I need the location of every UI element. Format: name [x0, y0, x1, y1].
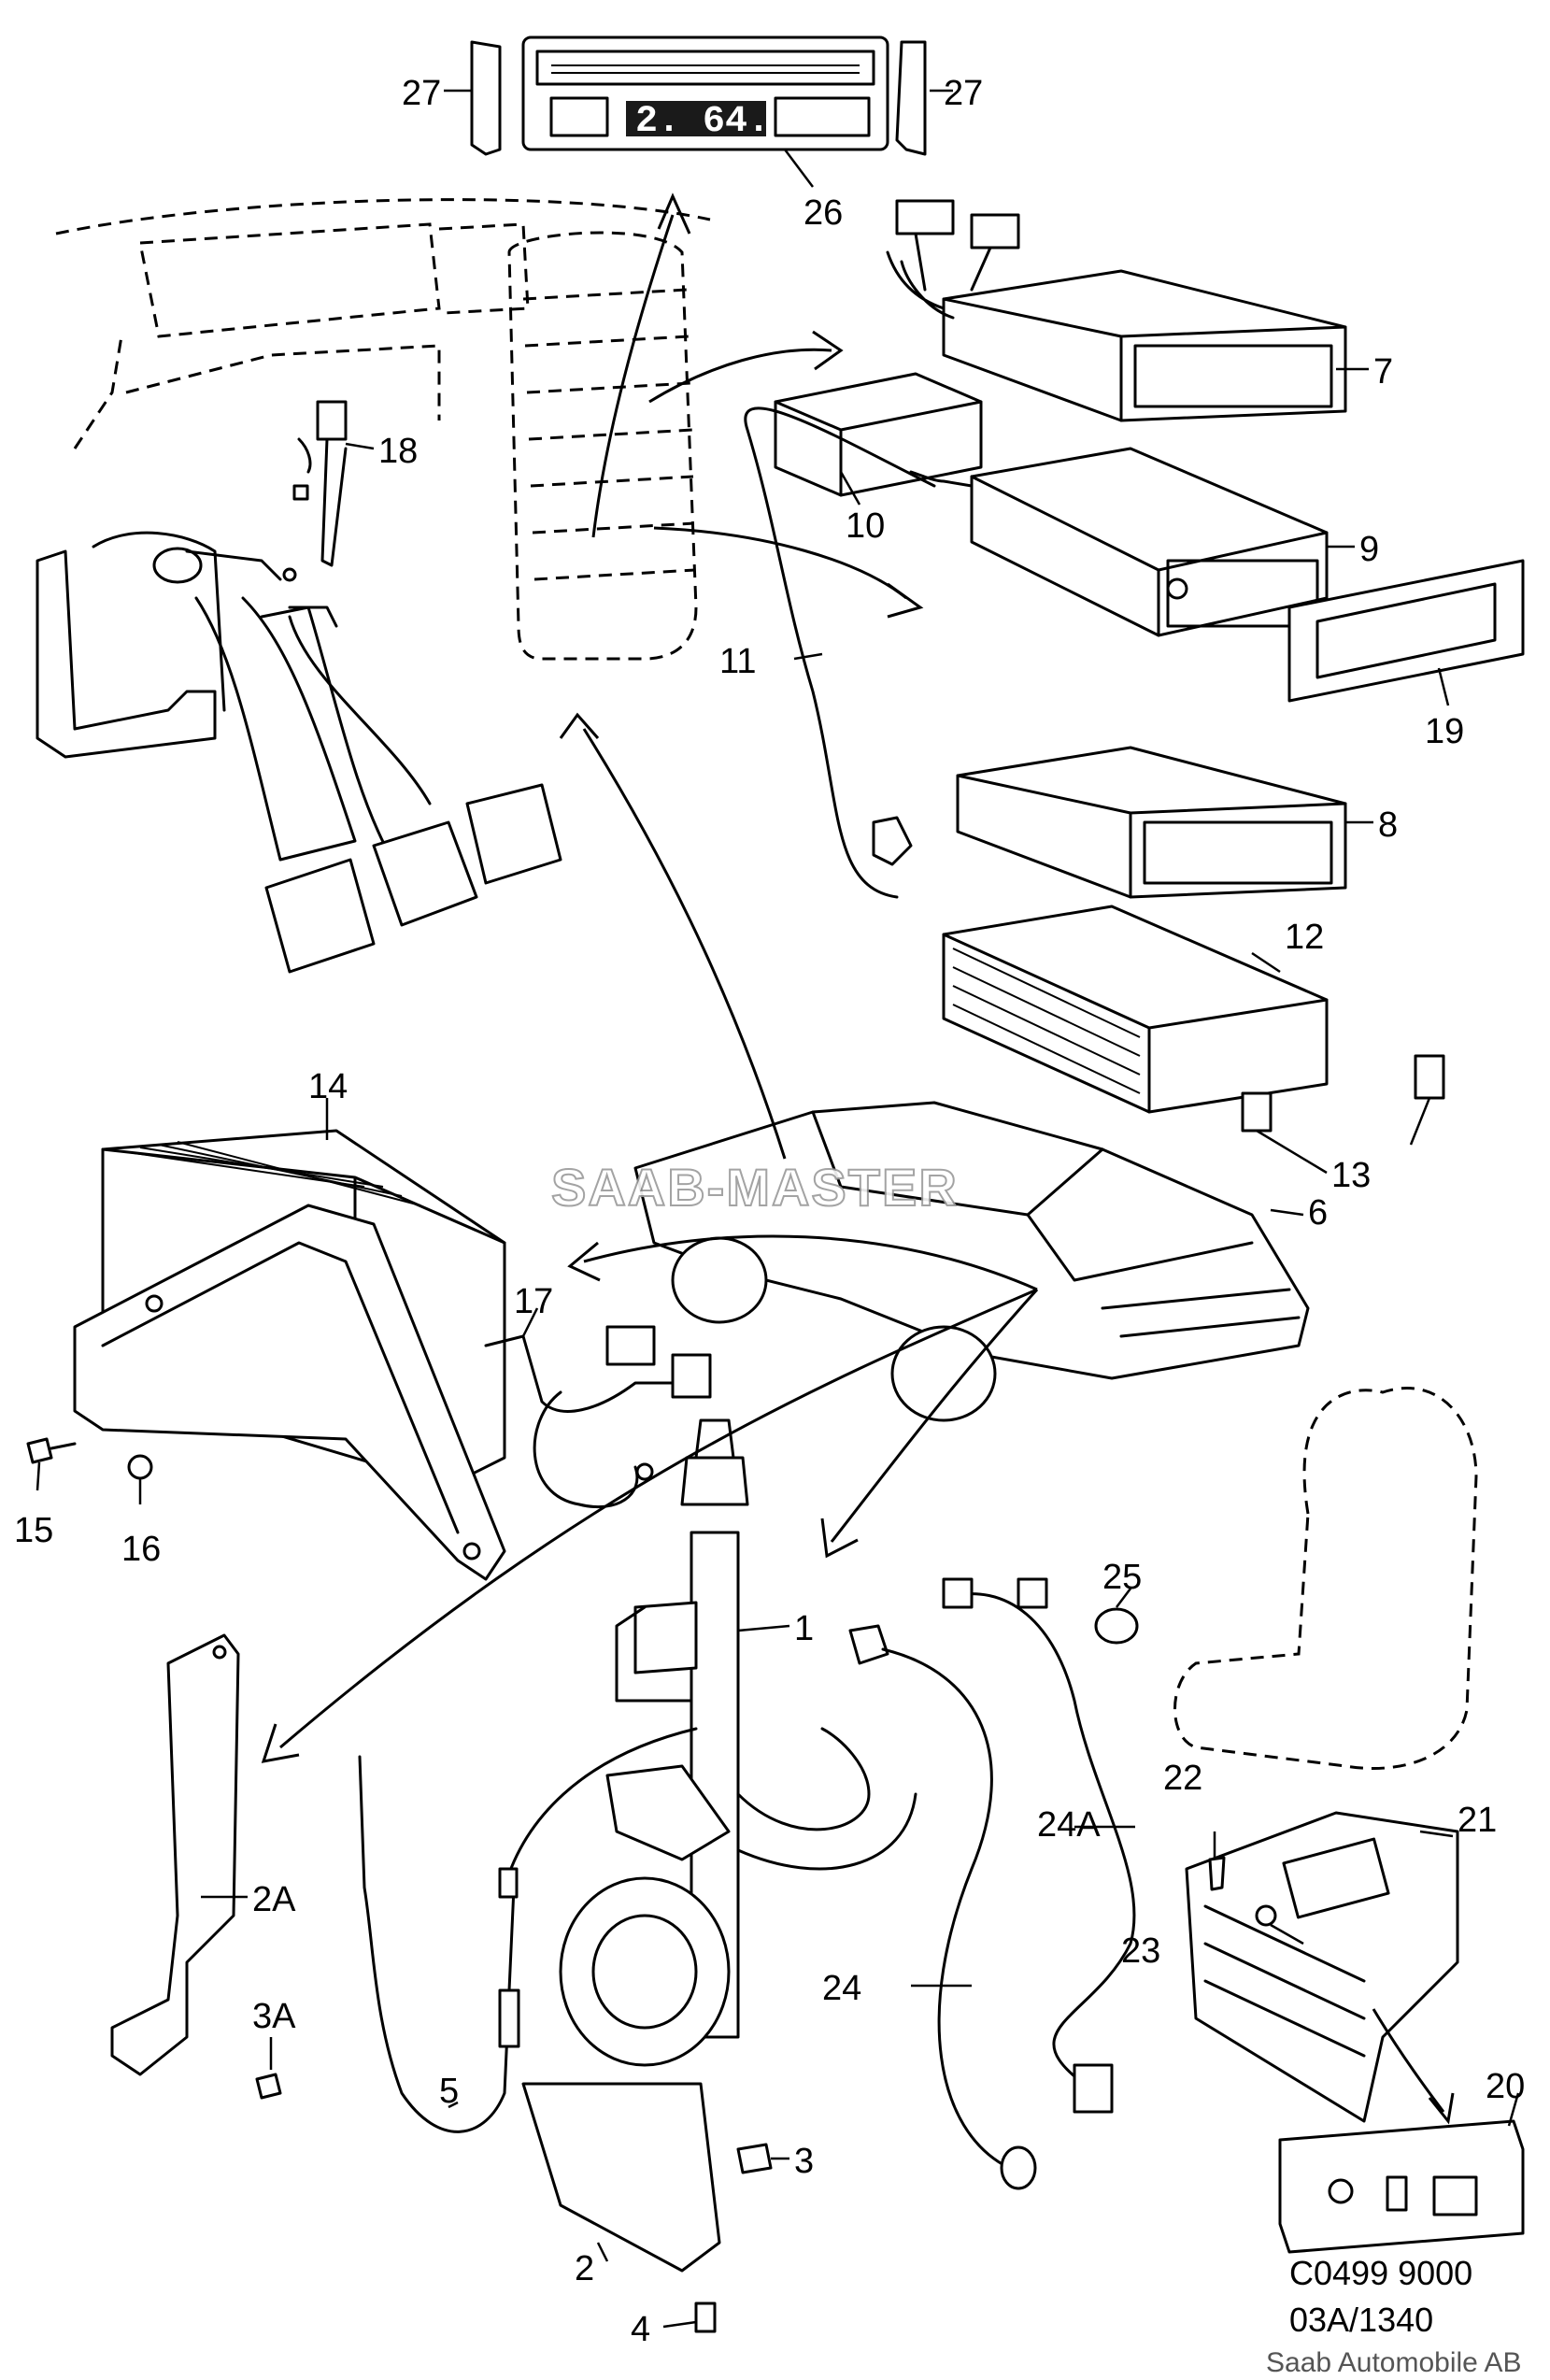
power-antenna-1 — [521, 1418, 749, 2273]
leader-lines — [36, 89, 1520, 2329]
callout-8: 8 — [1378, 805, 1398, 845]
amplifier-bracket — [73, 1204, 506, 1581]
callout-2: 2 — [575, 2249, 594, 2288]
callout-3A: 3A — [252, 1997, 296, 2036]
radio-housing-7 — [886, 199, 1347, 422]
housing-8 — [956, 746, 1347, 899]
callout-12: 12 — [1285, 918, 1324, 957]
callout-27-left: 27 — [402, 74, 441, 113]
bolt-4 — [694, 2302, 717, 2333]
callout-19: 19 — [1425, 712, 1464, 751]
callout-22: 22 — [1163, 1759, 1202, 1798]
antenna-cable-5 — [358, 1755, 520, 2133]
flow-arrows — [261, 192, 1455, 2125]
callout-26: 26 — [803, 193, 843, 233]
callout-25: 25 — [1102, 1558, 1142, 1597]
car-body — [633, 1101, 1310, 1422]
reference-code-line-1: C0499 9000 — [1289, 2254, 1472, 2292]
callout-6: 6 — [1308, 1193, 1328, 1233]
callout-3: 3 — [794, 2142, 814, 2181]
mounting-plate-21 — [1185, 1811, 1459, 2123]
watermark: SAAB-MASTER — [551, 1158, 959, 1217]
antenna-cable-24 — [848, 1624, 1037, 2190]
control-module-20 — [1278, 2119, 1525, 2254]
cd-changer-12 — [942, 905, 1329, 1114]
callout-27-right: 27 — [944, 74, 983, 113]
radio-unit-9 — [970, 447, 1329, 637]
callout-24A: 24A — [1037, 1805, 1101, 1845]
callout-9: 9 — [1359, 530, 1379, 569]
reference-code-line-2: 03A/1340 — [1289, 2301, 1433, 2339]
radio-cassette-unit: 2. 64.8 — [521, 36, 889, 151]
cable-11 — [744, 406, 936, 899]
dashboard-outline — [55, 198, 711, 661]
cassette-holder-10 — [774, 372, 983, 497]
callout-20: 20 — [1486, 2067, 1525, 2106]
callout-15: 15 — [14, 1511, 53, 1550]
bracket-2A — [110, 1633, 240, 2076]
callout-24: 24 — [822, 1969, 861, 2008]
copyright-text: Saab Automobile AB — [1266, 2347, 1522, 2378]
pad-13b — [1414, 1054, 1445, 1100]
callout-2A: 2A — [252, 1880, 296, 1919]
pedal-assembly — [36, 531, 562, 974]
trim-frame-19 — [1287, 559, 1525, 703]
cap-25 — [1094, 1607, 1139, 1645]
callout-13: 13 — [1331, 1156, 1371, 1195]
callout-21: 21 — [1458, 1801, 1497, 1840]
screw-22 — [1208, 1856, 1226, 1891]
callout-17: 17 — [514, 1282, 553, 1321]
callout-16: 16 — [121, 1530, 161, 1569]
nut-16 — [127, 1454, 153, 1480]
callout-5: 5 — [439, 2072, 459, 2111]
seat-outline — [1173, 1387, 1478, 1770]
mounting-bracket-right — [895, 40, 927, 156]
wiring-harness-17 — [484, 1325, 712, 1509]
brake-light-switch — [282, 400, 348, 582]
callout-10: 10 — [846, 506, 885, 546]
bolt-3A — [255, 2073, 282, 2100]
pad-13a — [1241, 1091, 1273, 1133]
radio-display-text: 2. 64.8 — [635, 101, 792, 143]
callout-11: 11 — [719, 642, 756, 681]
screw-23 — [1255, 1904, 1277, 1927]
callout-4: 4 — [631, 2310, 650, 2349]
harness-24A — [942, 1577, 1136, 2114]
callout-14: 14 — [308, 1067, 348, 1106]
callout-23: 23 — [1121, 1931, 1160, 1971]
bolt-3 — [736, 2143, 773, 2174]
mounting-bracket-left — [470, 40, 502, 156]
antenna-wires — [503, 1727, 917, 1889]
callout-numbers: 27 27 26 7 18 10 9 11 19 8 12 14 13 6 17… — [14, 74, 1525, 2349]
callout-7: 7 — [1373, 352, 1393, 392]
screw-15 — [26, 1437, 77, 1464]
callout-18: 18 — [378, 432, 418, 471]
callout-1: 1 — [794, 1609, 814, 1648]
